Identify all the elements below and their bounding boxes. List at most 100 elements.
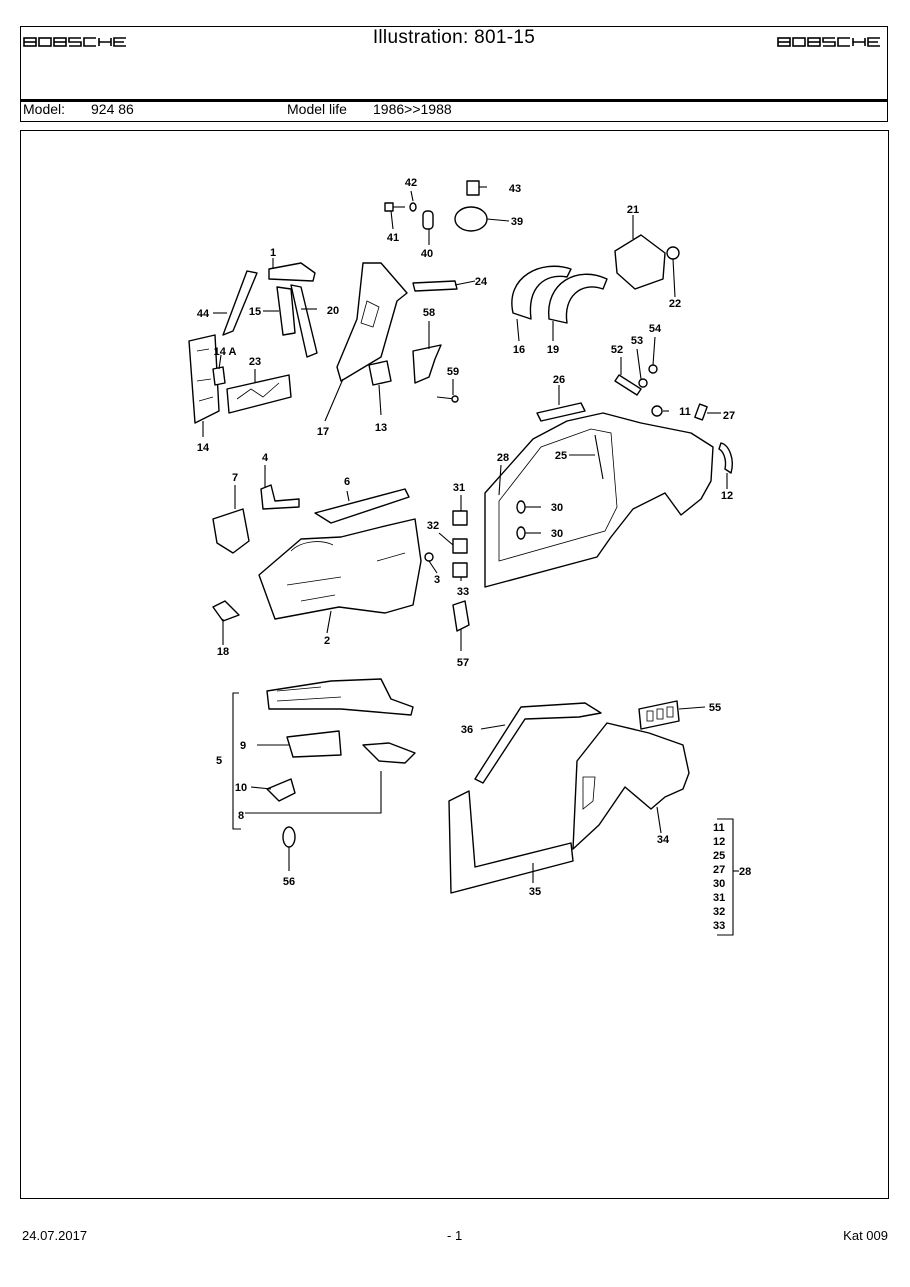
callout-label: 20: [327, 305, 339, 317]
callout-label: 58: [423, 307, 435, 319]
callout-label: 18: [217, 646, 229, 658]
part-8: [362, 742, 416, 764]
callout-label: 26: [553, 374, 565, 386]
callout-label: 34: [657, 834, 670, 846]
callout-label: 42: [405, 177, 417, 189]
part-42: [409, 202, 417, 212]
part-58: [412, 344, 442, 384]
part-7: [212, 508, 250, 554]
part-1: [268, 262, 316, 282]
callout-label: 53: [631, 335, 643, 347]
group-28-item: 11: [713, 822, 725, 834]
footer-date: 24.07.2017: [22, 1228, 88, 1243]
model-life-label: Model life: [287, 101, 347, 117]
group-28-item: 12: [713, 836, 725, 848]
part-30-upper: [516, 500, 526, 514]
callout-label: 39: [511, 216, 523, 228]
callout-label: 52: [611, 344, 623, 356]
part-39: [454, 206, 488, 232]
callout-label: 6: [344, 476, 350, 488]
callout-label: 28: [497, 452, 509, 464]
part-43: [466, 180, 480, 196]
callout-label: 55: [709, 702, 721, 714]
model-label: Model:: [23, 101, 66, 117]
callout-label: 3: [434, 574, 440, 586]
part-9: [286, 730, 342, 758]
part-32: [452, 538, 468, 554]
group-28-item: 30: [713, 878, 725, 890]
callout-label: 30: [551, 528, 563, 540]
part-28: [484, 412, 714, 588]
part-11: [651, 405, 663, 417]
part-27: [694, 403, 708, 421]
part-34: [572, 722, 690, 850]
callout-label: 44: [197, 308, 210, 320]
callout-label: 56: [283, 876, 295, 888]
callout-label: 10: [235, 782, 247, 794]
callout-label: 11: [679, 406, 691, 418]
part-53: [638, 378, 648, 388]
group-28-item: 27: [713, 864, 725, 876]
callout-label: 30: [551, 502, 563, 514]
part-52: [614, 374, 642, 396]
part-14: [188, 334, 220, 424]
group-28-item: 31: [713, 892, 725, 904]
part-33: [452, 562, 468, 578]
part-54: [648, 364, 658, 374]
callout-label: 22: [669, 298, 681, 310]
part-4: [260, 484, 300, 510]
part-24: [412, 280, 458, 292]
callout-label: 16: [513, 344, 525, 356]
callout-label: 12: [721, 490, 733, 502]
footer-catalog: Kat 009: [843, 1228, 888, 1243]
part-44: [222, 270, 258, 336]
callout-label: 35: [529, 886, 541, 898]
part-16: [511, 265, 572, 320]
part-6: [314, 488, 410, 524]
callout-label: 8: [238, 810, 244, 822]
part-15: [276, 286, 296, 336]
part-22: [666, 246, 680, 260]
callout-label: 57: [457, 657, 469, 669]
header-divider: [21, 99, 887, 102]
part-25: [594, 434, 604, 480]
callout-label: 4: [262, 452, 269, 464]
page-title: Illustration: 801-15: [372, 27, 536, 48]
callout-label: 41: [387, 232, 399, 244]
header-box: Illustration: 801-15 Model: 924 86 Model…: [20, 26, 888, 122]
model-value: 924 86: [91, 101, 134, 117]
callout-label: 7: [232, 472, 238, 484]
part-36: [474, 702, 602, 784]
part-10: [266, 778, 296, 802]
part-21: [614, 234, 666, 290]
callout-label: 21: [627, 204, 639, 216]
callout-label: 19: [547, 344, 559, 356]
part-2: [258, 518, 422, 620]
callout-label: 13: [375, 422, 387, 434]
part-55: [638, 700, 680, 730]
group-28-label: 28: [739, 866, 751, 878]
part-3: [424, 552, 434, 562]
part-56: [282, 826, 296, 848]
callout-label: 36: [461, 724, 473, 736]
callout-label: 14: [197, 442, 210, 454]
callout-label: 2: [324, 635, 330, 647]
callout-label: 40: [421, 248, 433, 260]
callout-label: 43: [509, 183, 521, 195]
part-20: [290, 284, 318, 358]
group-28-item: 32: [713, 906, 725, 918]
part-57: [452, 600, 470, 632]
group-28-item: 25: [713, 850, 725, 862]
callout-label: 31: [453, 482, 465, 494]
callout-label: 15: [249, 306, 261, 318]
part-31: [452, 510, 468, 526]
part-26: [536, 402, 586, 422]
footer-page: - 1: [447, 1228, 463, 1243]
callout-label: 27: [723, 410, 735, 422]
callout-label: 23: [249, 356, 261, 368]
part-12: [718, 442, 733, 474]
